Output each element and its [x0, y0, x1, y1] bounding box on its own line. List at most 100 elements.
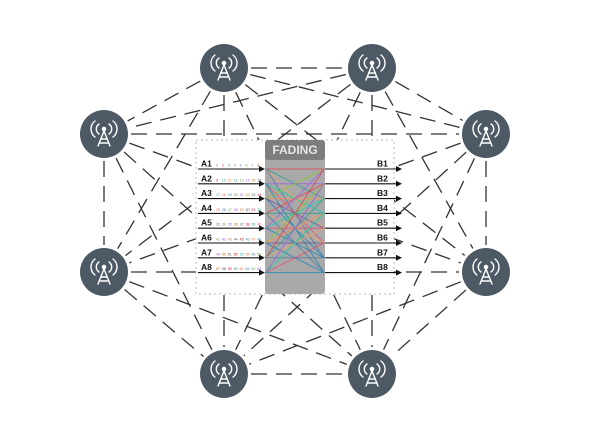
output-label: B1	[377, 159, 388, 169]
port-number: 57	[216, 267, 220, 271]
port-number: 42	[222, 238, 226, 242]
port-number: 43	[228, 238, 232, 242]
mesh-link	[124, 288, 204, 358]
port-number: 53	[240, 252, 244, 256]
port-number: 60	[234, 267, 238, 271]
crossconnect-wires	[265, 168, 325, 274]
port-number: 15	[251, 178, 255, 182]
input-arrowhead	[259, 210, 265, 217]
output-label: B2	[377, 173, 388, 183]
input-label: A5	[201, 218, 212, 228]
port-number: 54	[246, 252, 250, 256]
port-number: 20	[234, 193, 238, 197]
antenna-tower-icon	[358, 360, 386, 387]
crossconnect-wire	[265, 213, 325, 273]
antenna-tower-icon	[358, 54, 386, 81]
tower-node-circle	[462, 248, 510, 296]
port-number: 39	[251, 223, 255, 227]
mesh-link	[248, 281, 462, 365]
port-number: 12	[234, 178, 238, 182]
fading-emulator: FADING	[265, 140, 325, 294]
input-arrowhead	[259, 180, 265, 187]
output-arrowhead	[396, 240, 402, 246]
radio-tower-bottom-left	[200, 350, 248, 398]
input-label: A4	[201, 203, 212, 213]
port-number: 29	[240, 208, 244, 212]
port-number: 21	[240, 193, 244, 197]
input-arrowhead	[259, 225, 265, 232]
input-label: A2	[201, 173, 212, 183]
input-arrowhead	[259, 166, 265, 172]
port-number: 9	[216, 178, 218, 182]
port-number: 18	[222, 193, 226, 197]
port-number: 13	[240, 178, 244, 182]
port-number: 36	[234, 223, 238, 227]
antenna-tower-icon	[90, 258, 118, 285]
antenna-tower-icon	[210, 54, 238, 81]
antenna-tower-icon	[472, 120, 500, 147]
port-number: 25	[216, 208, 220, 212]
port-number: 11	[228, 178, 232, 182]
mesh-link	[384, 91, 474, 249]
port-number: 55	[251, 252, 255, 256]
radio-tower-lower-left	[80, 248, 128, 296]
port-number: 30	[246, 208, 250, 212]
radio-tower-bottom-right	[348, 350, 396, 398]
port-number: 50	[222, 252, 226, 256]
mesh-link	[117, 90, 211, 250]
port-number: 63	[251, 267, 255, 271]
input-label: A8	[201, 262, 212, 272]
tower-node-circle	[200, 44, 248, 92]
crossconnect-wire	[265, 168, 325, 229]
port-number: 28	[234, 208, 238, 212]
input-label: A1	[201, 159, 212, 169]
mesh-link	[127, 80, 201, 122]
port-number: 64	[257, 267, 261, 271]
mesh-link	[382, 158, 476, 350]
radio-tower-upper-left	[80, 110, 128, 158]
port-number: 61	[240, 267, 244, 271]
tower-node-circle	[348, 350, 396, 398]
port-number: 5	[240, 164, 242, 168]
port-number: 10	[222, 178, 226, 182]
port-number: 47	[251, 238, 255, 242]
fader-title: FADING	[272, 143, 317, 157]
crossconnect-wire	[265, 242, 325, 274]
port-number: 33	[216, 223, 220, 227]
port-number: 58	[222, 267, 226, 271]
mesh-link	[235, 92, 361, 350]
input-arrowhead	[259, 240, 265, 246]
tower-node-circle	[200, 350, 248, 398]
mesh-link	[125, 83, 351, 257]
radio-tower-lower-right	[462, 248, 510, 296]
antenna-tower-icon	[90, 120, 118, 147]
port-number: 62	[246, 267, 250, 271]
port-number: 44	[234, 238, 238, 242]
output-label: B4	[377, 203, 388, 213]
radio-tower-top-left	[200, 44, 248, 92]
port-number: 26	[222, 208, 226, 212]
radio-tower-top-right	[348, 44, 396, 92]
port-number: 46	[246, 238, 250, 242]
port-number: 24	[257, 193, 261, 197]
tower-node-circle	[348, 44, 396, 92]
tower-node-circle	[80, 110, 128, 158]
output-label: B6	[377, 233, 388, 243]
port-number: 52	[234, 252, 238, 256]
port-number: 48	[257, 238, 261, 242]
output-label: B8	[377, 262, 388, 272]
port-number: 1	[216, 164, 218, 168]
crossconnect-wire	[265, 183, 325, 273]
output-arrowhead	[396, 180, 402, 187]
port-number: 45	[240, 238, 244, 242]
fader-body	[265, 140, 325, 294]
mesh-link	[235, 92, 361, 350]
port-number: 40	[257, 223, 261, 227]
mesh-link	[250, 73, 460, 129]
mesh-link	[130, 73, 346, 129]
output-label: B3	[377, 188, 388, 198]
port-number: 35	[228, 223, 232, 227]
antenna-tower-icon	[472, 258, 500, 285]
